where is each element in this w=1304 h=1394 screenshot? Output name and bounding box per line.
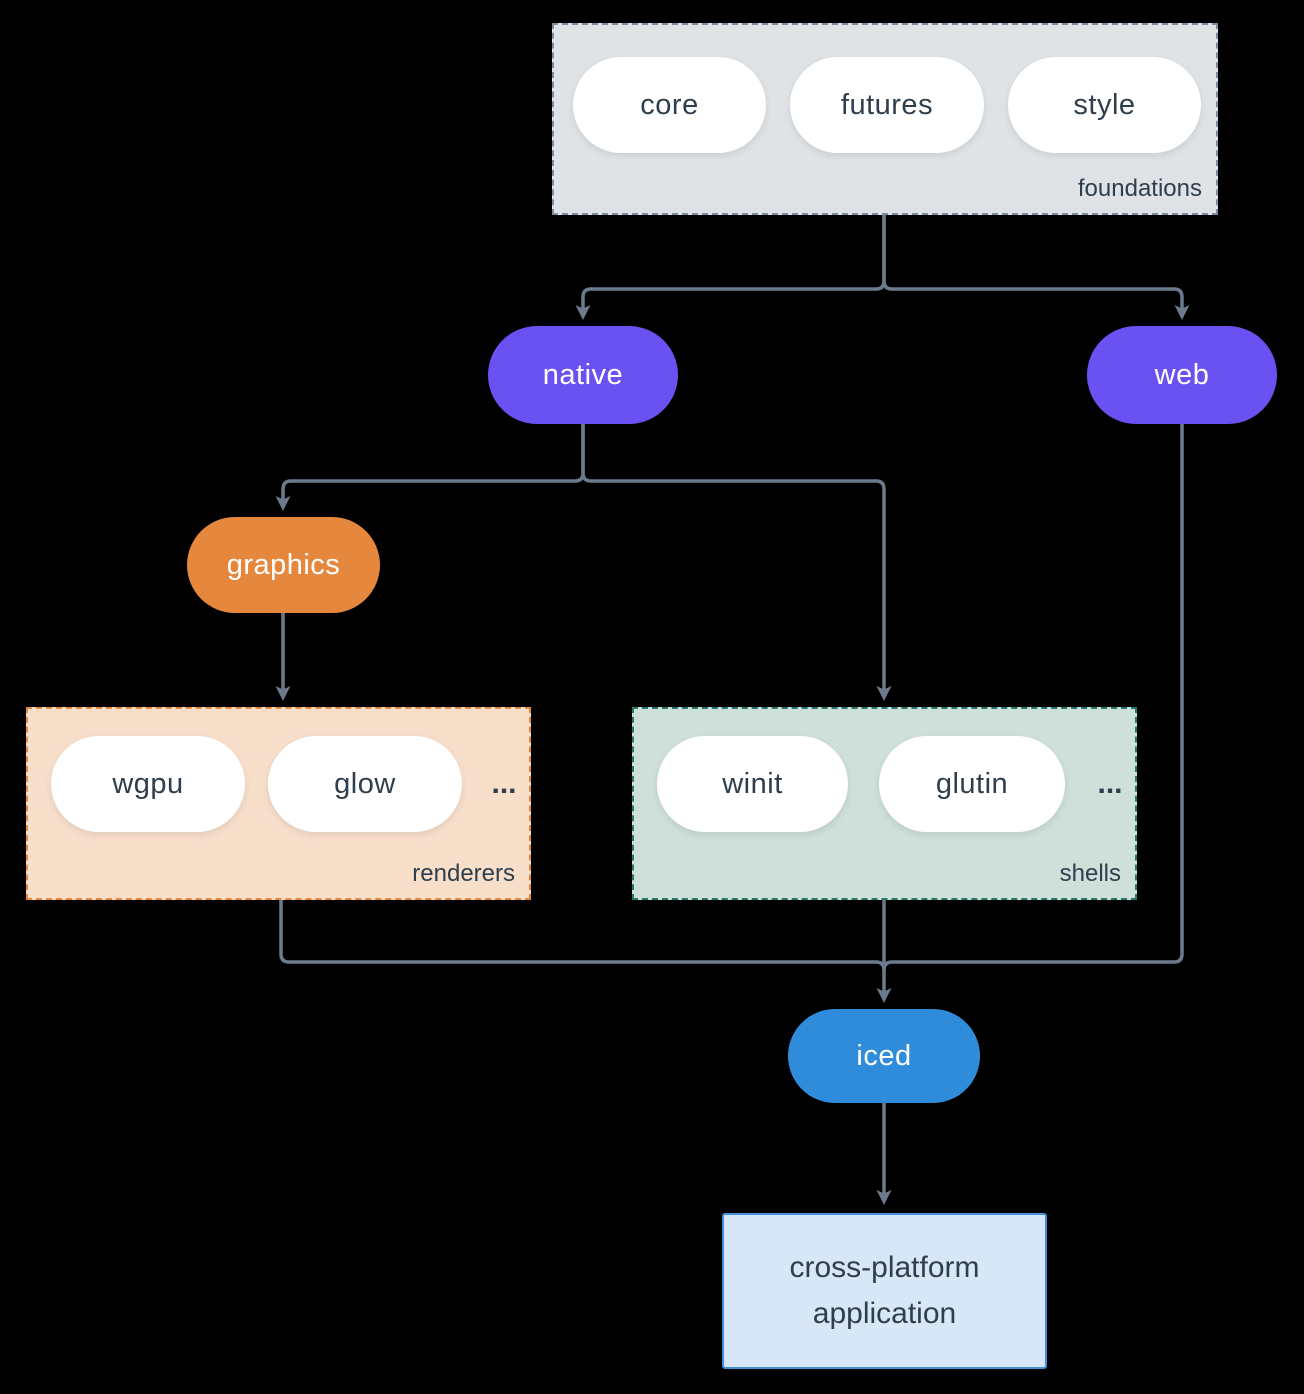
connector-foundations-to-native: [575, 215, 886, 320]
node-web: web: [1087, 326, 1277, 424]
connector-renderers-to-merge: [279, 900, 886, 971]
connector-foundations-to-web: [882, 215, 1190, 320]
node-native: native: [488, 326, 678, 424]
renderers-ellipsis: ...: [491, 767, 517, 800]
node-style: style: [1008, 57, 1201, 153]
node-graphics: graphics: [187, 517, 380, 613]
node-wgpu: wgpu: [51, 736, 245, 832]
group-renderers: wgpu glow ... renderers: [26, 707, 531, 900]
group-foundations-label: foundations: [1077, 175, 1202, 202]
node-futures: futures: [790, 57, 984, 153]
node-glow: glow: [268, 736, 462, 832]
group-shells-label: shells: [1059, 860, 1121, 887]
shells-ellipsis: ...: [1097, 767, 1123, 800]
connector-native-to-graphics: [275, 424, 585, 511]
node-core: core: [573, 57, 766, 153]
group-renderers-label: renderers: [412, 860, 515, 887]
group-foundations: core futures style foundations: [552, 23, 1218, 215]
node-winit: winit: [657, 736, 848, 832]
connector-native-to-shells: [581, 424, 892, 701]
group-shells: winit glutin ... shells: [632, 707, 1137, 900]
node-cross-platform-application: cross-platform application: [722, 1213, 1047, 1369]
node-iced: iced: [788, 1009, 980, 1103]
node-glutin: glutin: [879, 736, 1065, 832]
